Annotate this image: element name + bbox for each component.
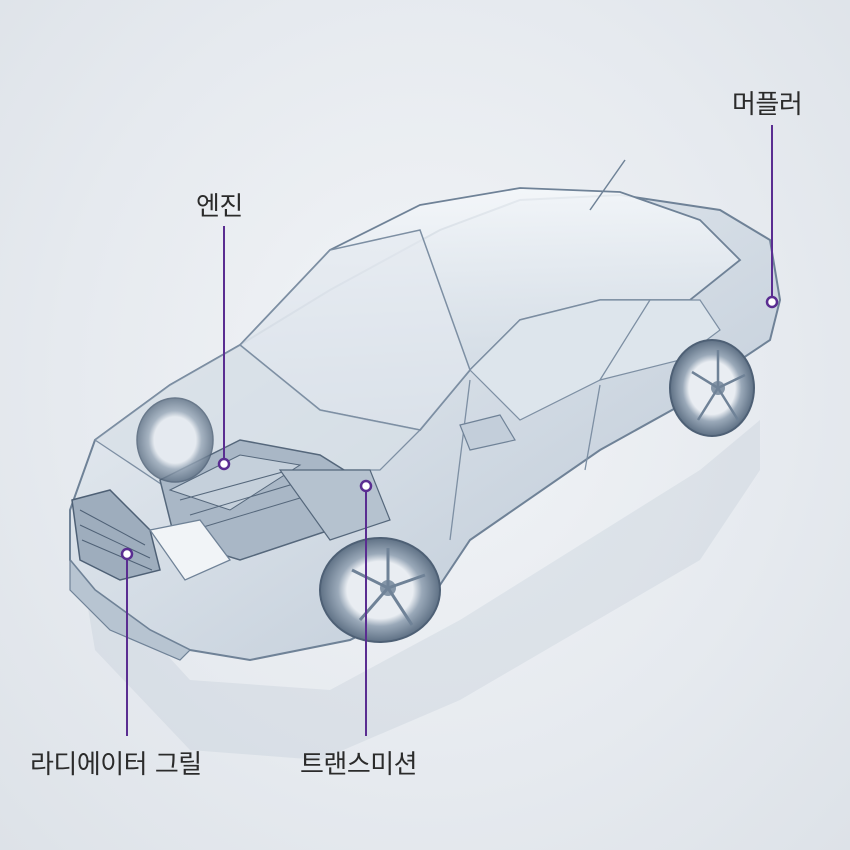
front-wheel <box>319 537 441 643</box>
engine-label: 엔진 <box>196 192 243 222</box>
muffler-label: 머플러 <box>732 90 803 120</box>
front-left-wheel <box>136 397 214 483</box>
transmission-label: 트랜스미션 <box>300 750 418 780</box>
callout-radiator-marker <box>120 547 134 736</box>
callout-engine-marker <box>217 226 231 471</box>
radiator-grille-label: 라디에이터 그릴 <box>30 750 202 780</box>
callout-transmission-marker <box>359 479 373 736</box>
callout-muffler-marker <box>765 125 779 309</box>
radiator-grille <box>71 489 161 581</box>
car-reflection <box>80 420 760 760</box>
car-body <box>69 159 782 662</box>
rear-wheel <box>669 339 755 437</box>
engine-block <box>159 439 391 561</box>
